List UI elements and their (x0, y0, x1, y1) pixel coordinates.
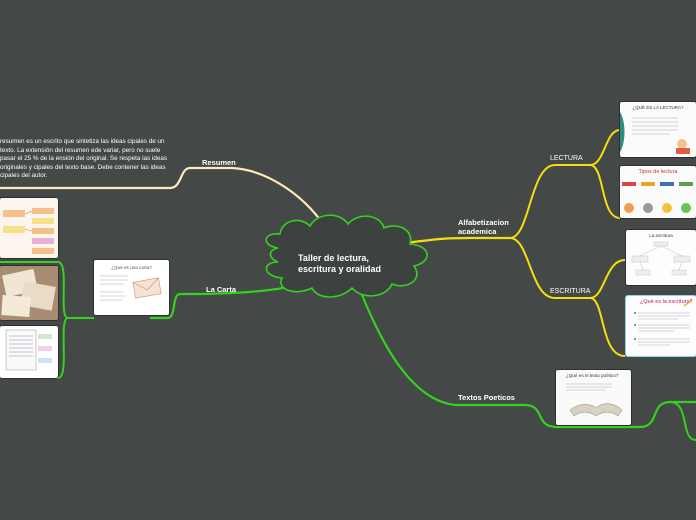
resumen-image-1[interactable] (0, 198, 58, 258)
textos-poeticos-label[interactable]: Textos Poeticos (458, 393, 515, 402)
alfabetizacion-label[interactable]: Alfabetizacion academica (458, 218, 509, 236)
alfabetizacion-label-line2: academica (458, 227, 497, 236)
letters-photo (0, 266, 58, 320)
escritura-label[interactable]: ESCRITURA (550, 288, 591, 295)
reading-types-illustration (622, 182, 693, 213)
la-carta-label[interactable]: La Carta (206, 285, 237, 294)
lectura-image-2[interactable]: Tipos de lectura (620, 166, 696, 218)
la-carta-image-2[interactable] (0, 326, 58, 378)
resumen-connector (0, 166, 329, 233)
la-carta-link-2 (0, 317, 94, 379)
lectura-image-1-caption: ¿QUÉ ES LA LECTURA? (632, 105, 684, 110)
escritura-link-1 (589, 259, 626, 299)
textos-poeticos-connector (358, 289, 696, 429)
lectura-connector (509, 164, 590, 239)
resumen-description: resumen es un escrito que sintetiza las … (0, 138, 167, 180)
escritura-image-1[interactable]: La escritura (626, 230, 696, 285)
writing-diagram (631, 241, 691, 276)
escritura-image-2[interactable]: ¿Qué es la escritura? (626, 296, 696, 356)
textos-poeticos-extension (669, 401, 696, 441)
carta-image[interactable]: ¿Qué es una carta? (94, 260, 169, 315)
reading-illustration (620, 112, 690, 154)
alfabetizacion-connector (404, 236, 510, 245)
textos-poeticos-image-caption: ¿Qué es el texto poético? (566, 373, 619, 378)
envelope-illustration (100, 275, 162, 301)
textos-poeticos-image[interactable]: ¿Qué es el texto poético? (556, 370, 631, 425)
concept-map-illustration (3, 208, 54, 254)
la-carta-image-1[interactable] (0, 266, 58, 320)
central-node-title[interactable]: Taller de lectura, escritura y oralidad (298, 253, 382, 274)
carta-image-caption: ¿Qué es una carta? (111, 265, 152, 270)
lectura-image-2-caption: Tipos de lectura (638, 169, 678, 175)
writing-definition-illustration (634, 299, 693, 346)
central-node-cloud[interactable] (265, 214, 428, 298)
open-book-illustration (566, 383, 623, 417)
letter-parts-diagram (5, 329, 52, 371)
lectura-link-1 (589, 129, 621, 166)
escritura-image-2-caption: ¿Qué es la escritura? (640, 299, 693, 305)
escritura-image-1-caption: La escritura (649, 233, 673, 238)
lectura-link-2 (589, 164, 621, 219)
lectura-image-1[interactable]: ¿QUÉ ES LA LECTURA? (620, 102, 696, 157)
lectura-label[interactable]: LECTURA (550, 155, 583, 162)
escritura-link-2 (589, 297, 626, 357)
resumen-label[interactable]: Resumen (202, 158, 236, 167)
escritura-connector (509, 237, 590, 299)
alfabetizacion-label-line1: Alfabetizacion (458, 218, 509, 227)
